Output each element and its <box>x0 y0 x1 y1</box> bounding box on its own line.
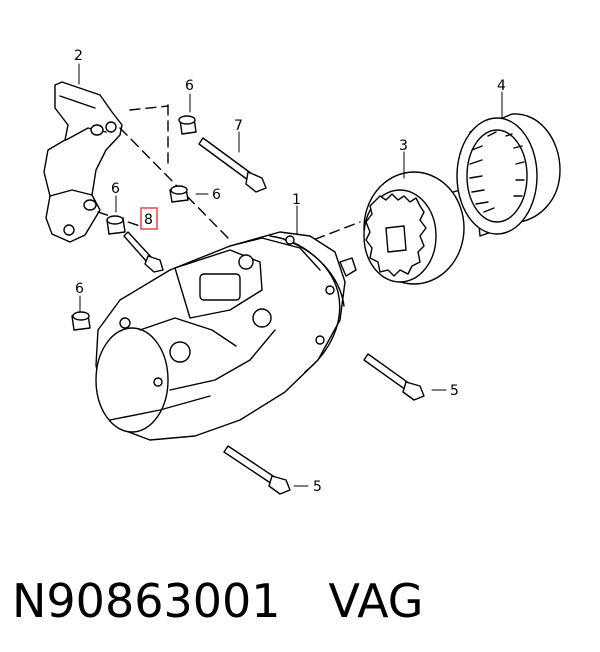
bolt-part-5-b <box>223 445 291 495</box>
part-number: N90863001 <box>12 574 281 628</box>
ring-part-4 <box>456 113 561 237</box>
callout-6-bottom: 6 <box>75 281 84 297</box>
spacer-part-6-a <box>178 115 197 135</box>
callout-5-bottom: 5 <box>313 479 322 495</box>
compressor-part-1 <box>95 231 357 441</box>
bolt-part-5-a <box>363 353 425 401</box>
pulley-part-3 <box>363 171 465 285</box>
part-caption: N90863001 VAG <box>12 566 592 636</box>
leader-lines <box>78 63 503 487</box>
callout-6-top: 6 <box>185 78 194 94</box>
callout-4: 4 <box>497 78 506 94</box>
spacer-part-6-d <box>71 311 91 331</box>
callout-3: 3 <box>399 138 408 154</box>
callout-7: 7 <box>234 118 243 134</box>
callout-2: 2 <box>74 48 83 64</box>
callout-6-right: 6 <box>212 187 221 203</box>
spacer-part-6-b <box>169 185 189 203</box>
bracket-part-2 <box>43 81 123 243</box>
bolt-part-7 <box>198 137 267 193</box>
callout-6-left: 6 <box>111 181 120 197</box>
callout-8: 8 <box>144 212 153 228</box>
callout-1: 1 <box>292 192 301 208</box>
bolt-part-8 <box>123 231 164 273</box>
spacer-part-6-c <box>106 215 126 235</box>
brand-name: VAG <box>328 574 424 628</box>
callout-8-highlight-box <box>140 207 158 230</box>
callout-5-right: 5 <box>450 383 459 399</box>
